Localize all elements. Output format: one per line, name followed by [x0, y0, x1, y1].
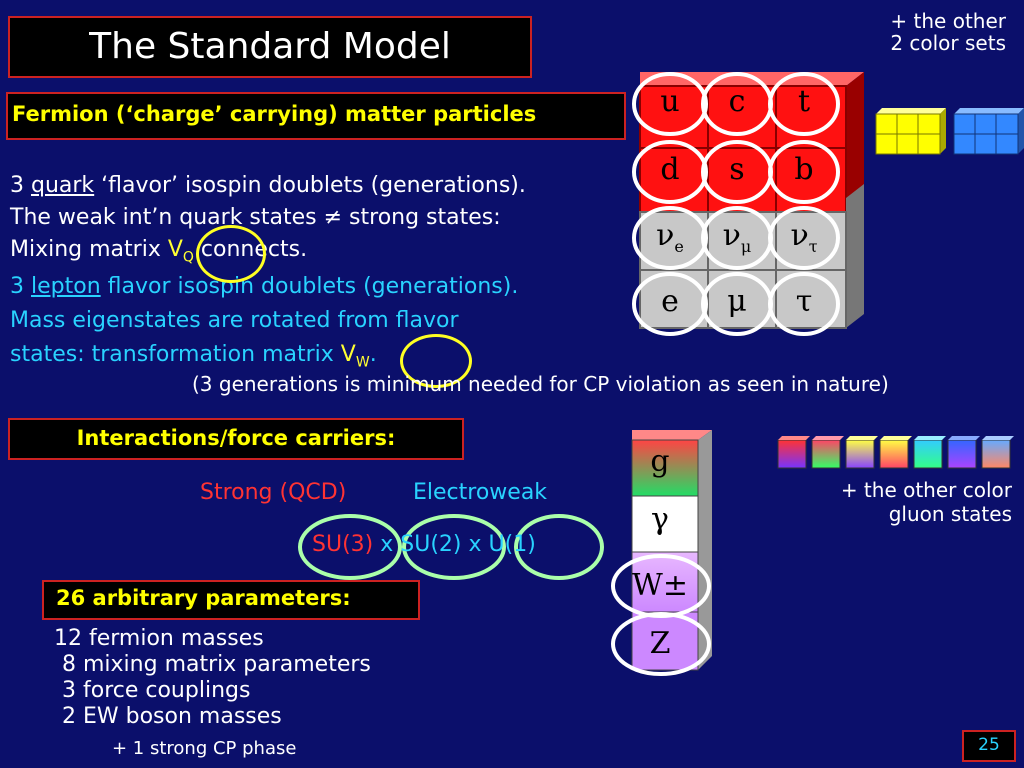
vq-highlight-circle	[196, 225, 266, 283]
page-title: The Standard Model	[89, 26, 451, 67]
param-item: 12 fermion masses	[54, 626, 264, 651]
generations-note: (3 generations is minimum needed for CP …	[192, 372, 889, 396]
lepton-line1: 3 lepton flavor isospin doublets (genera…	[10, 274, 519, 299]
quark-t: t	[797, 84, 811, 119]
quark-d: d	[660, 152, 680, 187]
params-list: 12 fermion masses 8 mixing matrix parame…	[54, 626, 371, 730]
lepton-line3: states: transformation matrix VW.	[10, 342, 377, 371]
page-number: 25	[978, 735, 1000, 755]
interactions-header: Interactions/force carriers:	[76, 426, 396, 450]
lepton-cubes	[639, 184, 864, 329]
cp-phase-note: + 1 strong CP phase	[112, 738, 297, 759]
boson-w: W±	[632, 568, 688, 603]
lepton-link[interactable]: lepton	[31, 274, 101, 299]
su3-circle	[298, 514, 402, 580]
boson-photon: γ	[651, 502, 669, 537]
quark-line1: 3 quark ‘flavor’ isospin doublets (gener…	[10, 173, 526, 198]
quark-c: c	[728, 84, 746, 119]
quark-s: s	[729, 152, 745, 187]
boson-cube-column	[611, 430, 712, 676]
fermion-cube-grid	[632, 72, 864, 336]
su2-label: SU(2)	[400, 532, 462, 557]
lepton-e: e	[661, 284, 679, 319]
neutrino-tau: ντ	[790, 218, 818, 256]
color-sets-note: + the other 2 color sets	[890, 10, 1006, 54]
neutrino-e: νe	[656, 218, 684, 256]
interactions-header-box: Interactions/force carriers:	[8, 418, 464, 460]
lepton-mu: μ	[727, 284, 747, 319]
param-item: 3 force couplings	[62, 678, 251, 703]
lepton-tau: τ	[795, 284, 813, 319]
color-sets-note-line2: 2 color sets	[890, 31, 1006, 55]
param-item: 2 EW boson masses	[62, 704, 282, 729]
params-header: 26 arbitrary parameters:	[56, 586, 351, 610]
quark-b: b	[794, 152, 814, 187]
fermion-header-box: Fermion (‘charge’ carrying) matter parti…	[6, 92, 626, 140]
page-number-box: 25	[962, 730, 1016, 762]
u1-circle	[514, 514, 604, 580]
su3-label: SU(3)	[312, 532, 374, 557]
lepton-line2: Mass eigenstates are rotated from flavor	[10, 308, 459, 333]
blue-color-set	[953, 108, 1024, 155]
fermion-header: Fermion (‘charge’ carrying) matter parti…	[12, 102, 537, 126]
quark-u: u	[660, 84, 680, 119]
title-box: The Standard Model	[8, 16, 532, 78]
color-sets-note-line1: + the other	[890, 9, 1006, 33]
quark-line2: The weak int’n quark states ≠ strong sta…	[10, 205, 501, 230]
boson-gluon: g	[650, 444, 670, 479]
param-item: 8 mixing matrix parameters	[62, 652, 371, 677]
vw-highlight-circle	[400, 334, 472, 388]
u1-label: U(1)	[488, 532, 536, 557]
quark-line3: Mixing matrix VQ connects.	[10, 237, 308, 266]
boson-z: Z	[649, 626, 671, 661]
neutrino-mu: νμ	[722, 218, 752, 256]
quark-paragraph: 3 quark ‘flavor’ isospin doublets (gener…	[10, 170, 526, 273]
params-header-box: 26 arbitrary parameters:	[42, 580, 420, 620]
lepton-paragraph: 3 lepton flavor isospin doublets (genera…	[10, 270, 518, 379]
gluon-note: + the other color gluon states	[840, 478, 1012, 526]
quark-link[interactable]: quark	[31, 173, 95, 198]
strong-label: Strong (QCD)	[200, 480, 347, 505]
electroweak-label: Electroweak	[413, 480, 548, 505]
gauge-group: SU(3) x SU(2) x U(1)	[312, 532, 536, 557]
su2-circle	[402, 514, 506, 580]
gluon-color-cubes	[777, 436, 1014, 469]
yellow-color-set	[875, 108, 946, 155]
color-set-cubes	[875, 108, 1024, 155]
